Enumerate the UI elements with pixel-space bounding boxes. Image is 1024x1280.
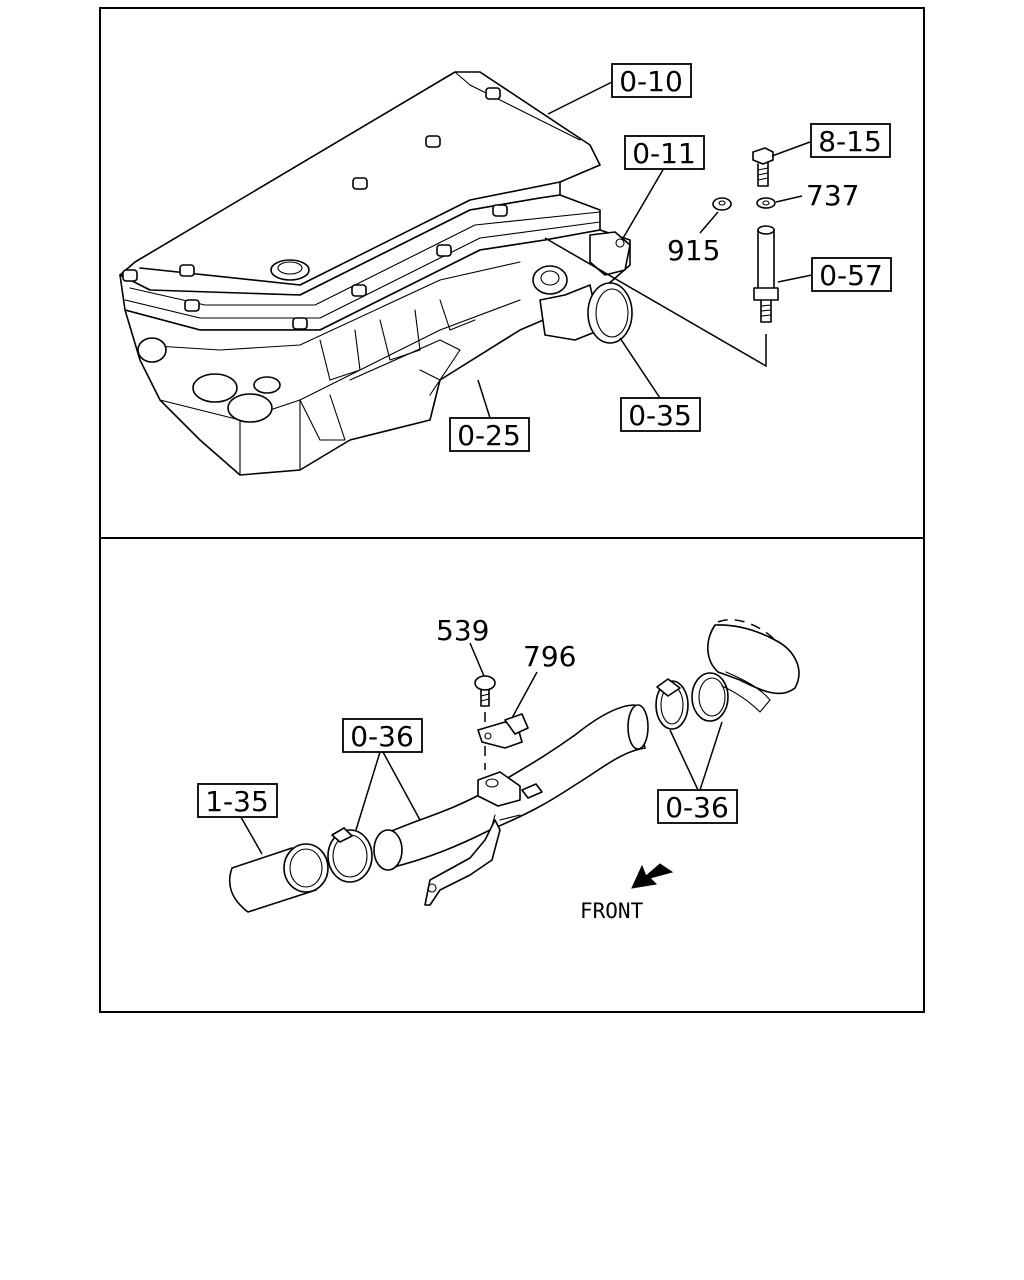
- leader-0-10: [547, 81, 613, 115]
- callout-1-35: 1-35: [197, 783, 278, 818]
- leader-737: [775, 195, 803, 203]
- svg-text:1-35: 1-35: [205, 785, 269, 818]
- leader-0-35: [619, 337, 661, 399]
- callout-539: 539: [436, 614, 489, 647]
- callout-0-36-right: 0-36: [657, 789, 738, 824]
- callout-796: 796: [523, 640, 576, 673]
- svg-text:915: 915: [667, 234, 720, 267]
- leader-1-35: [237, 811, 263, 855]
- screw-539: [474, 675, 496, 770]
- callout-0-10: 0-10: [611, 63, 692, 98]
- callout-0-35: 0-35: [620, 397, 701, 432]
- svg-text:0-10: 0-10: [619, 65, 683, 98]
- svg-text:0-25: 0-25: [457, 419, 521, 452]
- front-indicator: FRONT: [580, 863, 674, 923]
- callout-0-36-left: 0-36: [342, 718, 423, 753]
- leader-0-11: [621, 167, 665, 241]
- svg-text:0-57: 0-57: [819, 259, 883, 292]
- leader-stud-to-head: [544, 237, 767, 368]
- intake-hose-right: [691, 618, 800, 722]
- hose-clamp-right: [655, 678, 689, 730]
- svg-text:0-36: 0-36: [665, 791, 729, 824]
- callout-0-25: 0-25: [449, 417, 530, 452]
- svg-text:737: 737: [806, 179, 859, 212]
- washer-737: [756, 197, 776, 209]
- svg-text:8-15: 8-15: [818, 125, 882, 158]
- callout-737: 737: [806, 179, 859, 212]
- lower-panel-frame: [99, 537, 925, 1013]
- leader-0-36-right-a: [669, 729, 699, 791]
- leader-0-36-left-a: [355, 751, 381, 831]
- washer-915: [712, 197, 732, 211]
- leader-8-15: [771, 141, 811, 157]
- callout-0-11: 0-11: [624, 135, 705, 170]
- pipe-bracket: [424, 819, 501, 906]
- bolt-8-15: [752, 147, 774, 187]
- stud-0-57: [753, 225, 779, 323]
- leader-0-57: [777, 274, 813, 283]
- intake-hose-1-35: [228, 843, 329, 913]
- leader-915: [699, 211, 719, 234]
- hose-clamp-left: [327, 827, 373, 883]
- leader-0-25: [477, 379, 491, 419]
- callout-915: 915: [667, 234, 720, 267]
- leader-796: [511, 671, 538, 719]
- svg-text:796: 796: [523, 640, 576, 673]
- callout-0-57: 0-57: [811, 257, 892, 292]
- leader-539: [469, 642, 485, 677]
- svg-text:0-11: 0-11: [632, 137, 696, 170]
- pipe-mount-boss: [477, 771, 543, 807]
- cylinder-head-assembly: [119, 71, 633, 476]
- leader-0-36-right-b: [699, 721, 723, 791]
- leader-0-36-left-b: [382, 751, 421, 821]
- svg-text:539: 539: [436, 614, 489, 647]
- callout-8-15: 8-15: [810, 123, 891, 158]
- arrow-down-left-icon: [631, 863, 674, 889]
- svg-text:0-35: 0-35: [628, 399, 692, 432]
- svg-text:0-36: 0-36: [350, 720, 414, 753]
- front-label: FRONT: [580, 899, 644, 923]
- sensor-796: [477, 713, 529, 749]
